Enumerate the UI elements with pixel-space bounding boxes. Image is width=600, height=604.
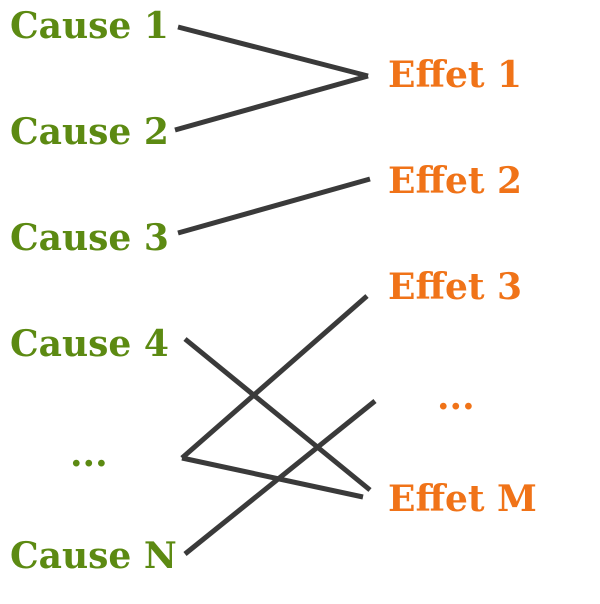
effect-label-ellipsis: ... <box>437 376 475 418</box>
cause-label-1: Cause 1 <box>10 5 169 47</box>
cause-label-3: Cause 3 <box>10 217 169 259</box>
link-cause4-effetM <box>183 337 372 492</box>
cause-label-2: Cause 2 <box>10 111 169 153</box>
cause-label-ellipsis: ... <box>70 433 108 475</box>
link-cause1-effet1 <box>177 24 369 79</box>
effect-label-3: Effet 3 <box>388 266 523 308</box>
effect-label-m: Effet M <box>388 478 537 520</box>
effect-label-1: Effet 1 <box>388 54 523 96</box>
link-ellipsis-effet3 <box>180 294 369 460</box>
effect-label-2: Effet 2 <box>388 160 523 202</box>
link-ellipsis-effetM <box>181 455 364 500</box>
link-cause3-effet2 <box>177 176 371 236</box>
link-causeN-ellipsis <box>183 399 377 556</box>
link-cause2-effet1 <box>174 73 369 133</box>
cause-label-n: Cause N <box>10 535 177 577</box>
cause-label-4: Cause 4 <box>10 323 169 365</box>
